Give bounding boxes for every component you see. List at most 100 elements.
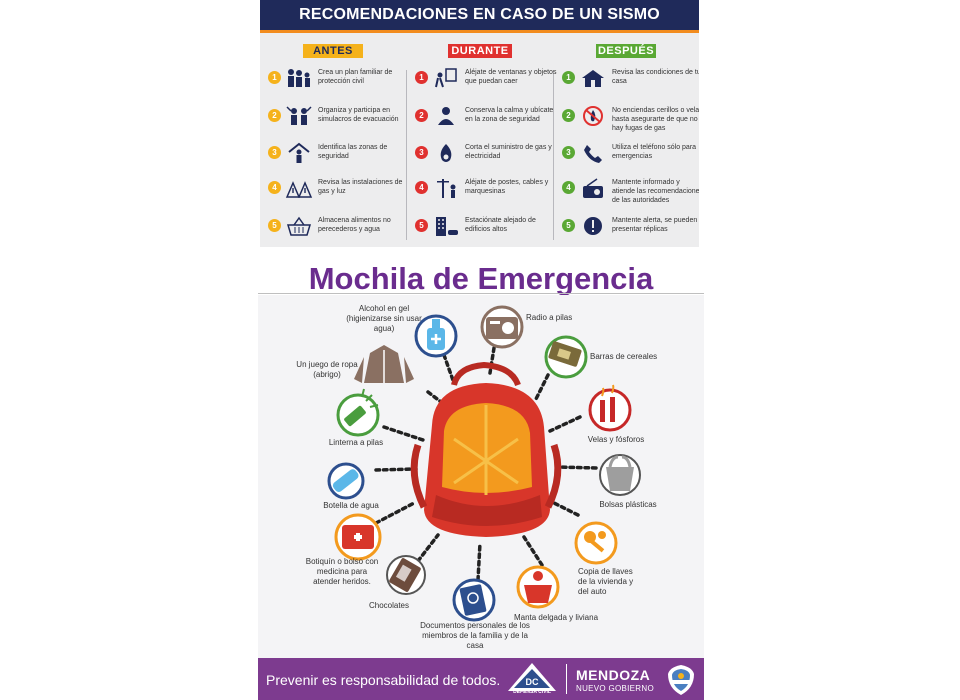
basket-icon [286, 216, 312, 236]
plastic-bag-icon [599, 454, 641, 496]
step-number: 1 [415, 71, 428, 84]
water-bottle-icon [327, 462, 365, 500]
keys-icon [574, 521, 618, 565]
mendoza-shield-icon [668, 665, 694, 695]
step-text: Crea un plan familiar de protección civi… [318, 69, 393, 85]
step-0-1: 2 Organiza y participa en simulacros de e… [268, 104, 410, 130]
defensa-civil-label: DEFENSA CIVIL [513, 689, 551, 695]
label-documentos: Documentos personales de los miembros de… [420, 621, 530, 650]
jacket-icon [354, 345, 414, 383]
footer-divider [566, 664, 567, 694]
step-number: 5 [268, 219, 281, 232]
cereal-bar-icon [544, 335, 588, 379]
column-header-antes: ANTES [303, 44, 363, 58]
sismo-panel: RECOMENDACIONES EN CASO DE UN SISMO ANTE… [260, 0, 699, 247]
step-text: No enciendas cerillos o velas hasta aseg… [612, 107, 699, 132]
step-number: 3 [268, 146, 281, 159]
step-2-2: 3 Utiliza el teléfono sólo para emergenci… [562, 141, 699, 167]
power-pole-icon [437, 179, 456, 198]
flashlight-icon [336, 388, 380, 437]
building-car-icon [436, 217, 458, 236]
safe-zone-icon [288, 142, 310, 163]
label-llaves: Copia de llaves de la vivienda y del aut… [578, 567, 634, 596]
step-0-2: 3 Identifica las zonas de seguridad [268, 141, 410, 167]
sismo-title: RECOMENDACIONES EN CASO DE UN SISMO [299, 6, 660, 23]
step-number: 3 [415, 146, 428, 159]
blanket-icon [516, 565, 560, 609]
mochila-title: Mochila de Emergencia [308, 261, 654, 296]
label-chocolates: Chocolates [368, 601, 410, 610]
brand-name: MENDOZA [576, 667, 651, 683]
step-number: 2 [562, 109, 575, 122]
hand-sanitizer-icon [414, 314, 458, 358]
documents-icon [452, 578, 496, 622]
label-bolsas: Bolsas plásticas [599, 500, 657, 509]
step-number: 4 [268, 181, 281, 194]
step-number: 5 [415, 219, 428, 232]
step-2-1: 2 No enciendas cerillos o velas hasta ase… [562, 104, 699, 132]
sismo-header-band [260, 0, 699, 30]
radio-icon [583, 178, 603, 198]
step-1-2: 3 Corta el suministro de gas y electricid… [415, 141, 557, 167]
step-text: Revisa las condiciones de tu casa [612, 69, 699, 85]
step-text: Utiliza el teléfono sólo para emergencia… [612, 144, 697, 160]
label-botiquin: Botiquín o bolso con medicina para atend… [305, 557, 379, 586]
candles-matches-icon [588, 384, 632, 432]
label-ropa: Un juego de ropa (abrigo) [296, 360, 358, 379]
defensa-civil-logo-icon: DC [508, 663, 556, 691]
step-2-3: 4 Mantente informado y atiende las recome… [562, 176, 699, 204]
footer-slogan: Prevenir es responsabilidad de todos. [266, 672, 501, 688]
step-number: 5 [562, 219, 575, 232]
footer: Prevenir es responsabilidad de todos. DC… [258, 658, 704, 700]
brand-subtitle: NUEVO GOBIERNO [576, 684, 654, 693]
step-number: 4 [562, 181, 575, 194]
step-text: Mantente informado y atiende las recomen… [612, 179, 699, 204]
step-text: Identifica las zonas de seguridad [318, 144, 388, 160]
step-text: Revisa las instalaciones de gas y luz [318, 179, 403, 195]
label-velas: Velas y fósforos [587, 435, 645, 444]
column-divider [553, 70, 554, 240]
backpack-icon [410, 361, 562, 537]
mochila-panel: Mochila de Emergencia [258, 255, 704, 700]
alert-icon [584, 217, 602, 235]
step-2-0: 1 Revisa las condiciones de tu casa [562, 66, 699, 92]
step-text: Almacena alimentos no perecederos y agua [318, 217, 391, 233]
step-0-4: 5 Almacena alimentos no perecederos y agu… [268, 214, 410, 240]
title-underline [258, 293, 704, 294]
step-text: Estaciónate alejado de edificios altos [465, 217, 536, 233]
step-number: 2 [415, 109, 428, 122]
warning-signs-icon [285, 181, 313, 198]
step-number: 1 [268, 71, 281, 84]
step-text: Organiza y participa en simulacros de ev… [318, 107, 399, 123]
label-manta: Manta delgada y liviana [513, 613, 599, 622]
label-barras: Barras de cereales [590, 352, 658, 361]
step-1-4: 5 Estaciónate alejado de edificios altos [415, 214, 557, 240]
step-0-3: 4 Revisa las instalaciones de gas y luz [268, 176, 410, 202]
chocolate-icon [386, 555, 426, 595]
column-divider [406, 70, 407, 240]
house-icon [582, 70, 604, 87]
step-number: 1 [562, 71, 575, 84]
step-text: Corta el suministro de gas y electricida… [465, 144, 552, 160]
column-header-durante: DURANTE [448, 44, 512, 58]
step-0-0: 1 Crea un plan familiar de protección civ… [268, 66, 410, 92]
evacuation-drill-icon [286, 106, 312, 125]
gas-flame-icon [440, 144, 452, 162]
no-fire-icon [583, 106, 603, 126]
phone-icon [584, 145, 602, 163]
step-number: 4 [415, 181, 428, 194]
step-number: 3 [562, 146, 575, 159]
calm-person-icon [438, 107, 454, 125]
backpack-diagram [327, 305, 641, 622]
step-number: 2 [268, 109, 281, 122]
label-alcohol: Alcohol en gel (higienizarse sin usar ag… [346, 304, 422, 333]
label-botella: Botella de agua [323, 501, 379, 510]
column-header-despues: DESPUÉS [596, 44, 656, 58]
sismo-header-accent [260, 30, 699, 33]
label-linterna: Linterna a pilas [328, 438, 384, 447]
dc-badge-text: DC [526, 677, 539, 687]
